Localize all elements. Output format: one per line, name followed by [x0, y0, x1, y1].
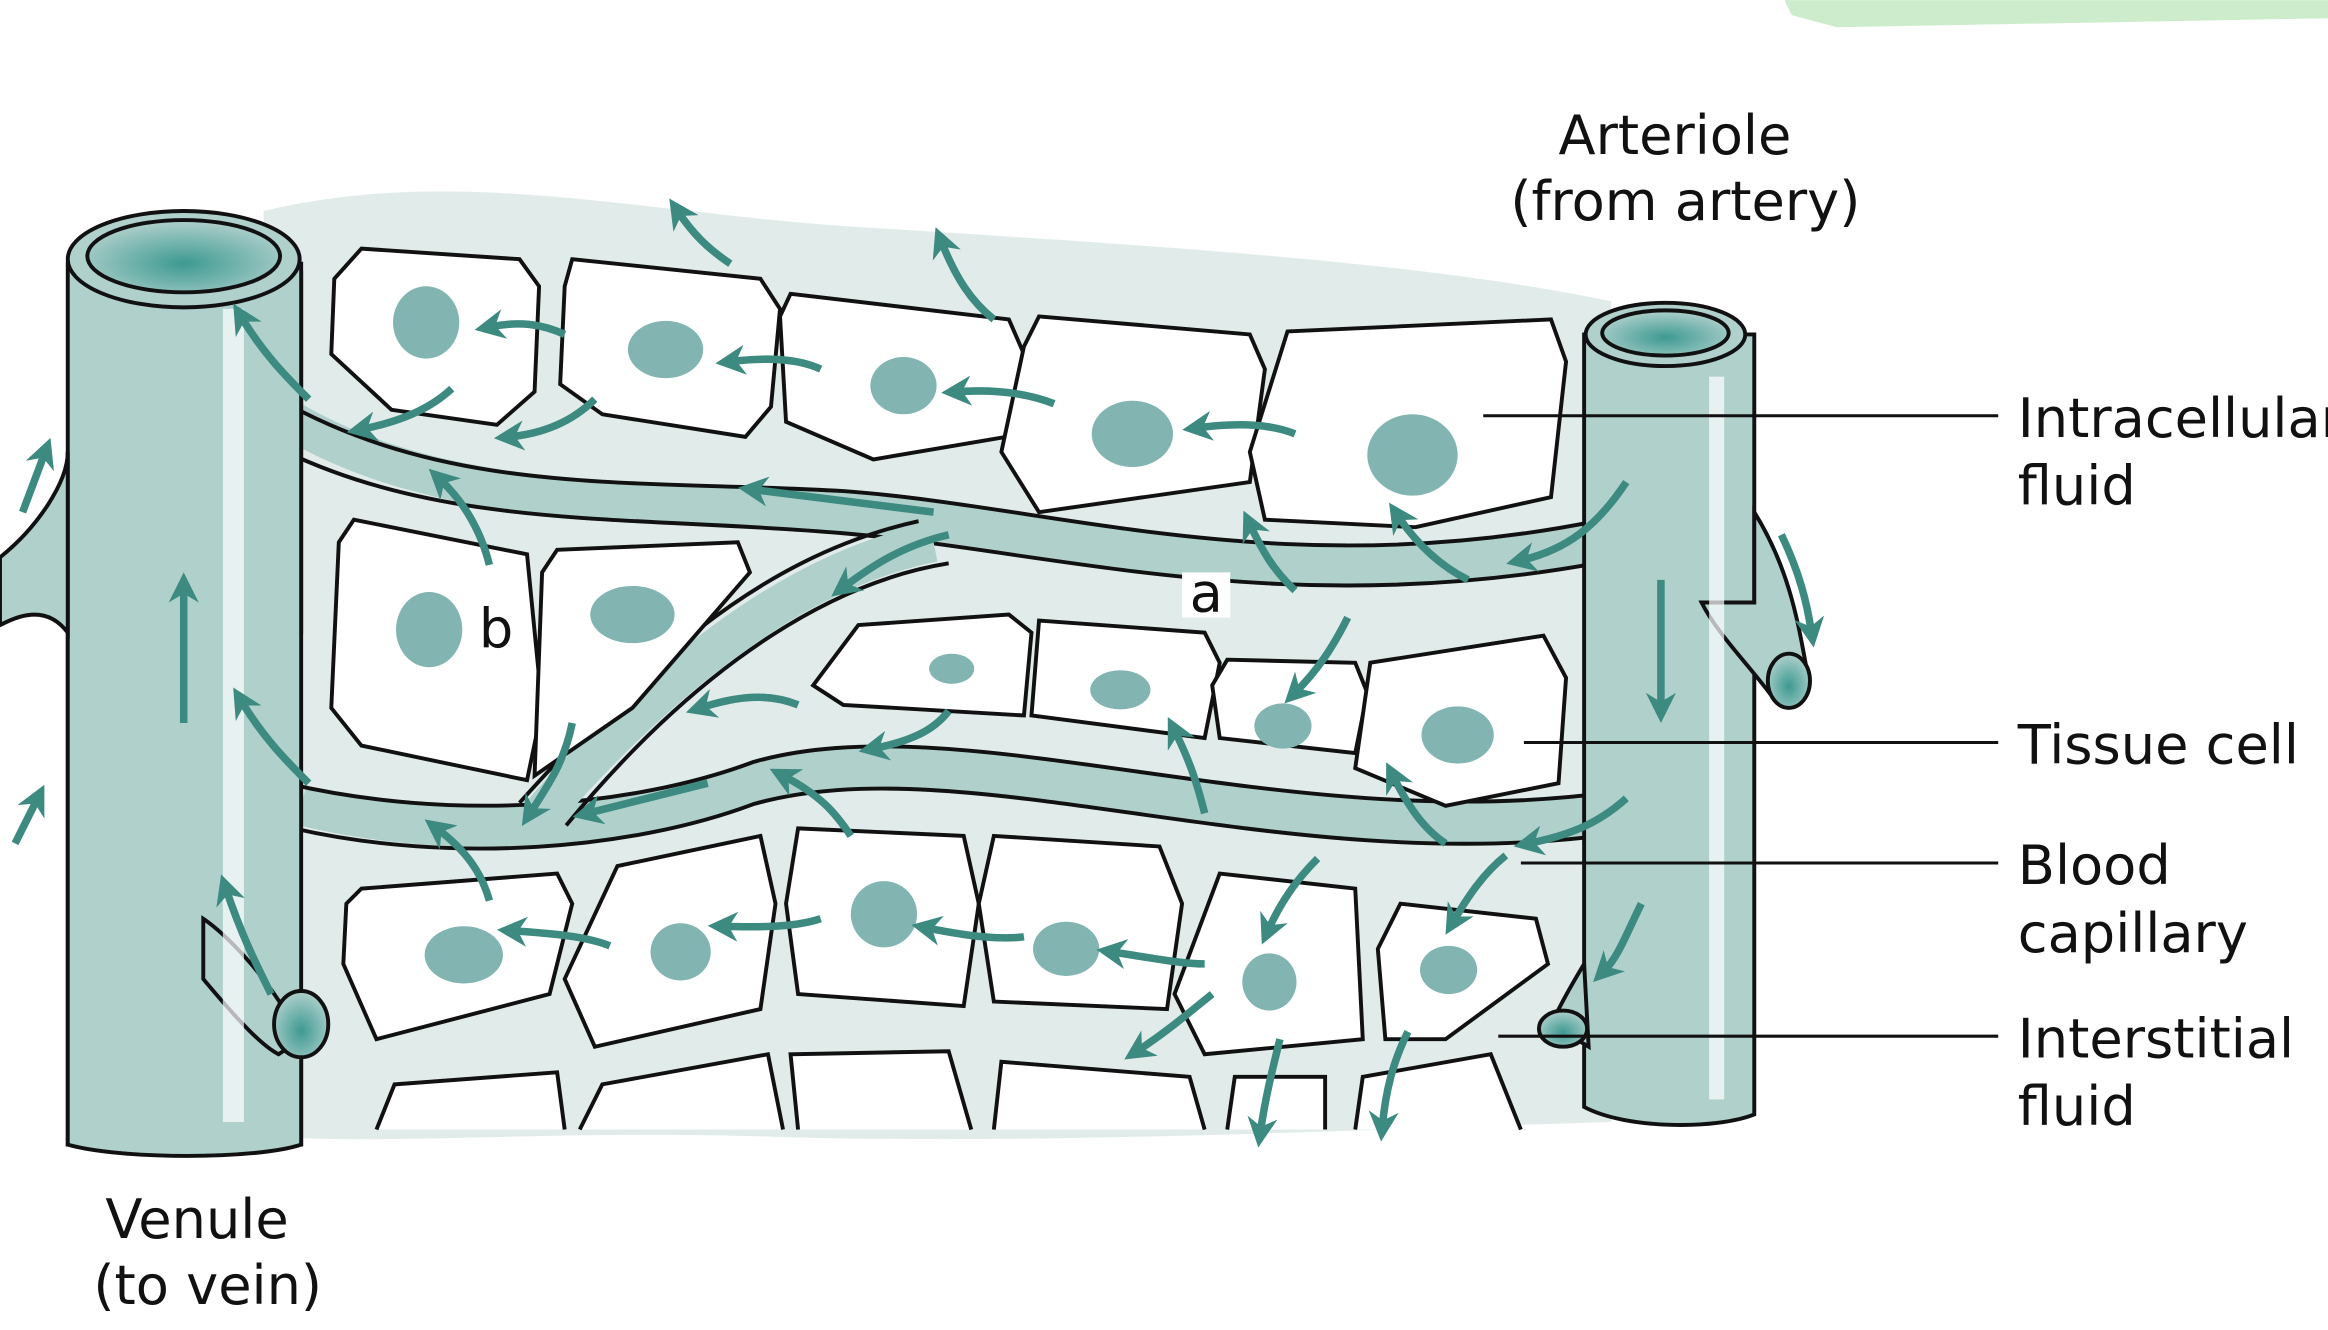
arrow-icon — [1242, 510, 1298, 594]
arrow-icon — [11, 784, 45, 846]
tissue-cells — [329, 246, 1569, 1131]
venule — [0, 209, 331, 1158]
tissue-cell — [329, 517, 545, 783]
arrow-icon — [831, 531, 950, 597]
blood-capillaries — [277, 397, 1614, 851]
tissue-cell — [558, 257, 783, 439]
tissue-cell — [341, 871, 575, 1042]
venule-lumen — [85, 218, 283, 295]
tissue-cell — [1247, 317, 1569, 530]
tissue-cell — [976, 833, 1185, 1012]
tissue-cell — [1353, 633, 1569, 808]
tissue-cell — [1029, 618, 1222, 741]
tissue-cell — [562, 833, 778, 1049]
arrow-icon — [685, 688, 800, 718]
tissue-cell — [532, 540, 753, 780]
arteriole-lumen — [1600, 308, 1731, 358]
arrow-icon — [346, 385, 455, 442]
arrow-icon — [1284, 615, 1352, 704]
tissue-cell — [1172, 871, 1365, 1057]
highlight-mark — [1784, 0, 2328, 28]
intracellular-fluid-label-2: fluid — [2018, 455, 2136, 518]
arrow-icon — [1777, 533, 1825, 648]
arrow-icon — [1124, 991, 1215, 1060]
marker-a: a — [1190, 562, 1223, 625]
arrow-icon — [858, 708, 952, 761]
arrow-icon — [669, 198, 733, 267]
tissue-cell — [784, 826, 981, 1009]
tissue-cell-partial — [991, 1059, 1207, 1131]
arrow-icon — [1506, 479, 1630, 572]
arrow-icon — [428, 468, 494, 566]
arrow-icon — [715, 344, 823, 375]
arrow-icon — [493, 396, 598, 451]
venule-sublabel: (to vein) — [93, 1254, 322, 1317]
arrow-icon — [932, 227, 997, 323]
arrow-icon — [1167, 717, 1209, 815]
arrow-icon — [1386, 762, 1448, 847]
arteriole-label: Arteriole — [1559, 104, 1792, 167]
flow-arrows — [11, 198, 1825, 1148]
tissue-cell-partial — [788, 1049, 974, 1131]
arrow-icon — [521, 722, 576, 826]
arrow-icon — [1513, 795, 1629, 856]
marker-b: b — [479, 598, 513, 661]
tissue-cell-partial — [374, 1070, 567, 1131]
arrow-icon — [1096, 939, 1205, 969]
tissue-cell-partial — [1225, 1074, 1328, 1130]
arrow-icon — [424, 819, 494, 902]
arrow-icon — [1593, 901, 1645, 983]
arrow-icon — [911, 915, 1025, 946]
tissue-cell — [1210, 657, 1370, 756]
tissue-cell-label: Tissue cell — [2017, 714, 2299, 777]
arrow-icon — [216, 874, 275, 996]
arrow-icon — [1368, 1029, 1412, 1142]
arrow-icon — [769, 768, 854, 838]
arrow-icon — [1445, 852, 1509, 935]
interstitial-fluid-label-2: fluid — [2018, 1075, 2136, 1138]
arrow-icon — [737, 476, 935, 516]
tissue-cell — [1375, 901, 1551, 1042]
interstitial-fluid-label: Interstitial — [2018, 1007, 2294, 1070]
arrow-icon — [707, 911, 822, 942]
venule-label: Venule — [105, 1188, 288, 1251]
arrow-icon — [496, 916, 612, 950]
arteriole-sublabel: (from artery) — [1510, 170, 1860, 233]
tissue-cell-partial — [577, 1051, 785, 1131]
arrow-icon — [941, 375, 1056, 408]
intracellular-fluid-label: Intracellular — [2018, 387, 2328, 450]
arrow-icon — [19, 437, 54, 514]
arrow-icon — [1389, 502, 1470, 584]
blood-capillary-label-2: capillary — [2018, 902, 2248, 965]
arrow-icon — [572, 779, 709, 825]
tissue-cell — [999, 314, 1267, 515]
marker-a-box — [1182, 572, 1231, 618]
arrow-icon — [1182, 410, 1297, 441]
arrow-icon — [1260, 855, 1321, 945]
tissue-cell — [778, 291, 1027, 462]
arrow-icon — [233, 687, 312, 786]
tissue-cell — [810, 612, 1034, 718]
arrow-icon — [1247, 1038, 1284, 1148]
arrow-icon — [474, 309, 567, 339]
arrow-icon — [233, 303, 312, 402]
blood-capillary-label: Blood — [2018, 834, 2171, 897]
